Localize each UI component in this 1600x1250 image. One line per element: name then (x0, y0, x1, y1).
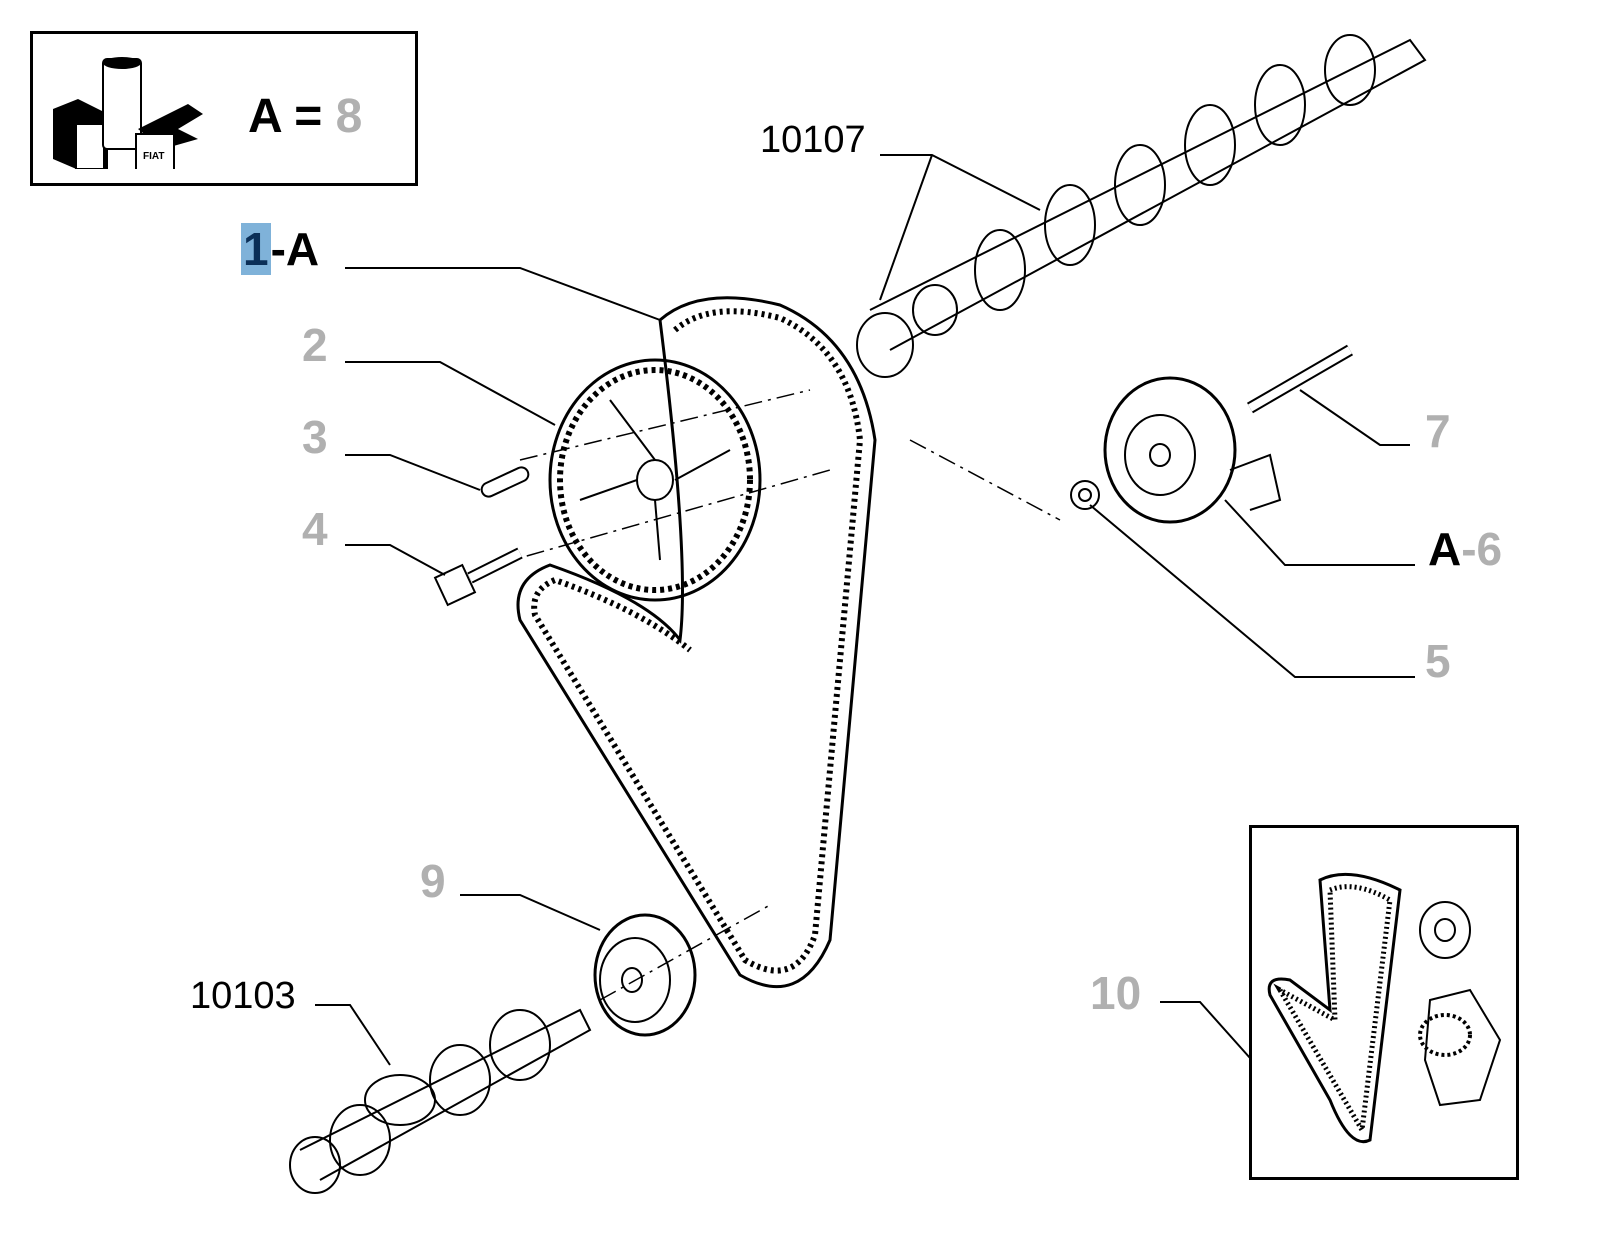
leader-7 (1299, 389, 1410, 446)
leader-10107 (880, 154, 1041, 211)
leader-10 (1160, 1001, 1251, 1059)
bolt (433, 547, 523, 607)
camshaft-pulley (548, 358, 762, 602)
legend-equation: A = 8 (248, 89, 362, 144)
callout-6-number[interactable]: -6 (1461, 523, 1503, 575)
callout-4[interactable]: 4 (302, 503, 328, 555)
leader-2 (345, 361, 556, 426)
stud (1246, 344, 1354, 414)
fiat-parts-logo: FIAT (53, 57, 203, 169)
leader-10103 (315, 1004, 391, 1066)
callout-1[interactable]: 1-A (241, 223, 320, 275)
tensioner-pulley (1103, 376, 1282, 524)
dowel-pin (480, 466, 530, 498)
callout-1-suffix: -A (270, 223, 320, 275)
kit-inset-box (1249, 825, 1519, 1180)
callout-ref-camshaft[interactable]: 10107 (760, 119, 866, 161)
callout-2[interactable]: 2 (302, 319, 328, 371)
crankshaft-pulley (593, 913, 697, 1037)
nut (1070, 480, 1100, 510)
callout-7[interactable]: 7 (1425, 405, 1451, 457)
leader-9 (460, 894, 601, 931)
callout-5[interactable]: 5 (1425, 635, 1451, 687)
callout-ref-crankshaft[interactable]: 10103 (190, 975, 296, 1017)
callout-6[interactable]: A-6 (1428, 526, 1502, 572)
leader-5 (1089, 504, 1415, 678)
leader-1 (345, 267, 661, 321)
legend-equals: = (294, 90, 323, 143)
camshaft (856, 34, 1427, 378)
callout-9[interactable]: 9 (420, 855, 446, 907)
quantity-legend-box: FIAT A = 8 (30, 31, 418, 186)
leader-3 (345, 454, 481, 491)
legend-value: 8 (335, 90, 363, 143)
callout-3[interactable]: 3 (302, 411, 328, 463)
callout-6-prefix: A (1428, 523, 1462, 575)
timing-belt (516, 296, 877, 989)
leader-4 (345, 544, 446, 576)
callout-1-number[interactable]: 1 (241, 223, 271, 275)
callout-10[interactable]: 10 (1090, 967, 1142, 1019)
legend-letter: A (248, 90, 281, 143)
crankshaft (289, 1008, 592, 1194)
kit-illustration (1267, 872, 1502, 1143)
svg-text:FIAT: FIAT (143, 151, 164, 162)
leader-6 (1224, 499, 1415, 566)
